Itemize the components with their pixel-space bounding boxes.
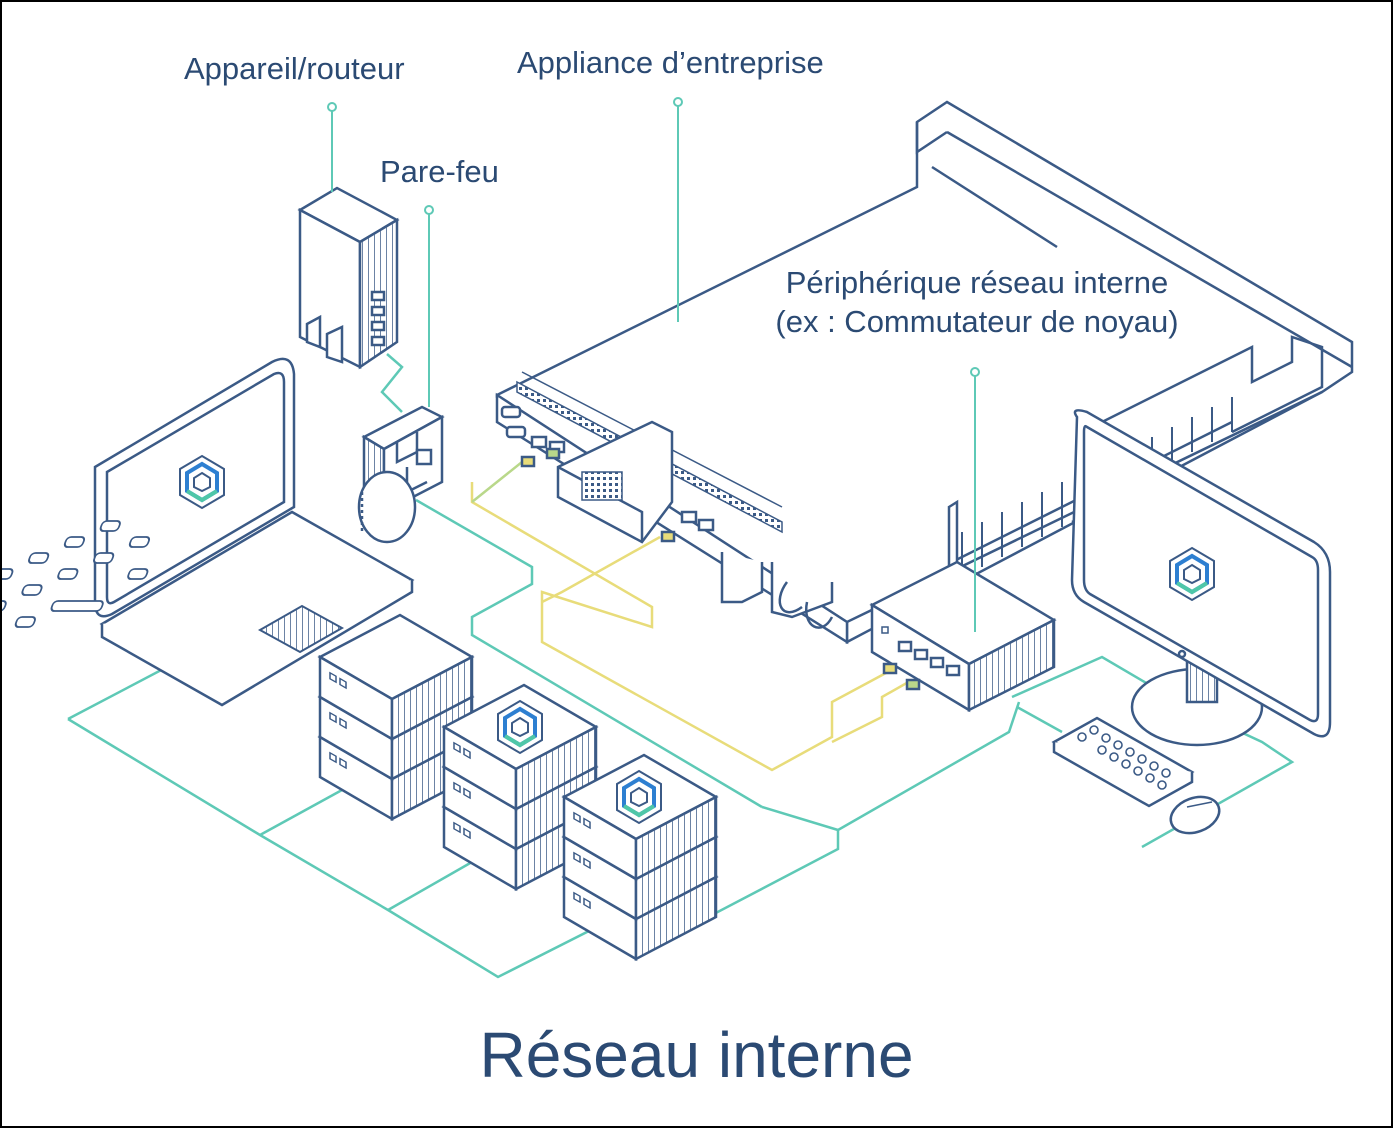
core-switch-label-line1: Périphérique réseau interne xyxy=(785,265,1169,300)
cables xyxy=(67,353,1295,979)
server-stack-3 xyxy=(562,753,718,961)
appliance-label: Appliance d’entreprise xyxy=(517,45,824,80)
core-switch-label: Périphérique réseau interne (ex : Commut… xyxy=(772,264,1182,342)
callout-leaders xyxy=(327,97,980,632)
monitor-device xyxy=(1070,409,1332,747)
diagram-title: Réseau interne xyxy=(479,1019,914,1091)
firewall-label: Pare-feu xyxy=(380,154,499,189)
core-switch-label-line2: (ex : Commutateur de noyau) xyxy=(775,303,1179,339)
core-switch-device xyxy=(869,499,1057,713)
firewall-device xyxy=(357,405,445,544)
mouse-device xyxy=(1169,795,1221,835)
keyboard-device xyxy=(1051,716,1195,808)
router-label: Appareil/routeur xyxy=(184,51,405,86)
laptop-device xyxy=(2,357,415,707)
router-device xyxy=(297,186,400,370)
